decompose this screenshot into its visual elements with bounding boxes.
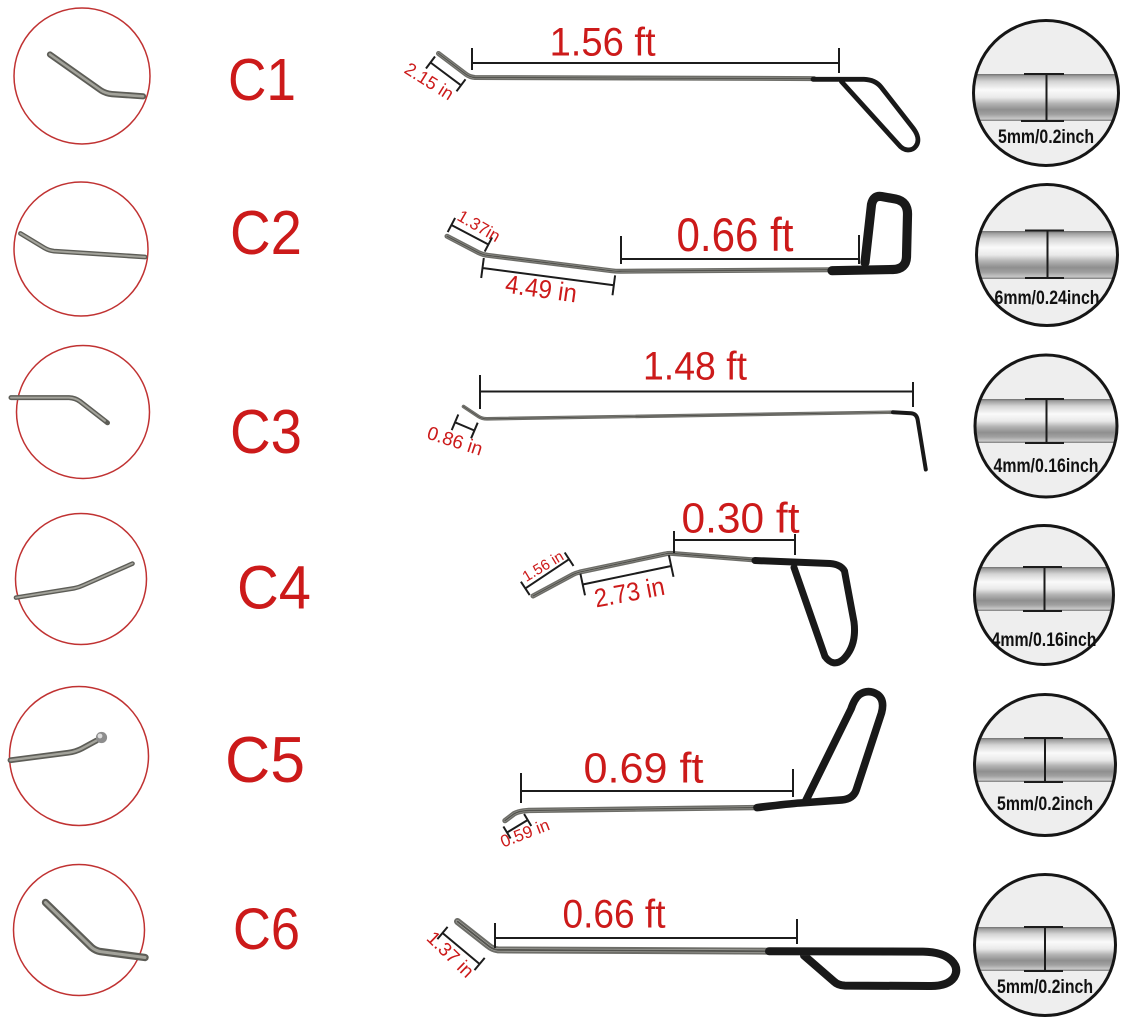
svg-text:5mm/0.2inch: 5mm/0.2inch (997, 794, 1093, 815)
svg-text:C2: C2 (230, 199, 302, 268)
svg-text:0.66 ft: 0.66 ft (563, 893, 666, 937)
svg-text:2.73 in: 2.73 in (592, 571, 667, 613)
svg-text:4mm/0.16inch: 4mm/0.16inch (994, 456, 1099, 477)
svg-text:C5: C5 (225, 723, 305, 796)
svg-text:C6: C6 (233, 897, 300, 962)
svg-text:0.30 ft: 0.30 ft (682, 496, 800, 543)
svg-text:1.56 ft: 1.56 ft (550, 21, 656, 65)
svg-text:0.69 ft: 0.69 ft (584, 746, 704, 793)
svg-text:4.49 in: 4.49 in (504, 269, 579, 309)
svg-text:4mm/0.16inch: 4mm/0.16inch (992, 630, 1097, 651)
svg-text:1.48 ft: 1.48 ft (643, 345, 747, 389)
svg-text:C3: C3 (230, 398, 302, 467)
svg-text:C1: C1 (228, 47, 296, 113)
svg-text:0.66 ft: 0.66 ft (677, 208, 794, 261)
svg-text:5mm/0.2inch: 5mm/0.2inch (997, 977, 1093, 998)
svg-text:C4: C4 (237, 554, 311, 623)
svg-text:5mm/0.2inch: 5mm/0.2inch (998, 127, 1094, 148)
svg-text:6mm/0.24inch: 6mm/0.24inch (995, 288, 1100, 309)
